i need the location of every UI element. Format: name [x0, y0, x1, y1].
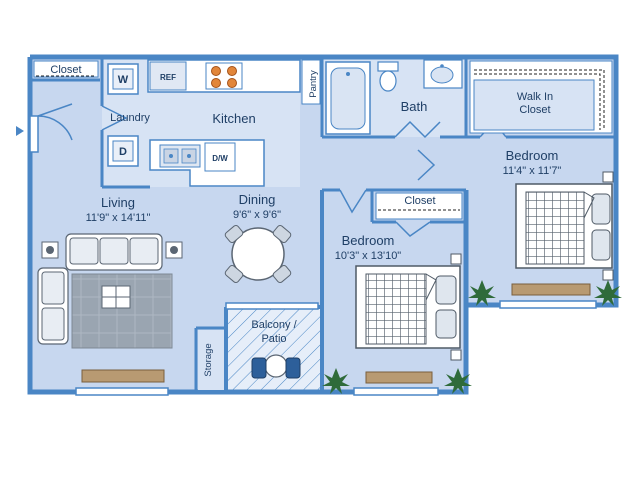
laundry-label: Laundry: [110, 112, 150, 124]
bedroom-left-label: Bedroom: [342, 233, 395, 248]
living-label: Living: [101, 195, 135, 210]
dining-dims: 9'6" x 9'6": [233, 209, 281, 221]
storage-closet: [198, 330, 224, 390]
closet-top-left-label: Closet: [50, 64, 81, 76]
closet-top-left: [33, 60, 99, 78]
walk-in-closet-label-1: Walk In: [517, 91, 553, 103]
bedroom-right-dims: 11'4" x 11'7": [503, 165, 562, 177]
sofa-side: [37, 267, 69, 345]
doors: [29, 103, 507, 237]
dresser-left: [365, 371, 433, 384]
entry-arrow-icon: [16, 126, 24, 136]
sofa-back: [65, 233, 163, 271]
dishwasher-label: D/W: [212, 154, 228, 163]
bathtub: [325, 61, 371, 135]
closet-bedroom: [375, 192, 463, 220]
bed-left: [355, 253, 462, 361]
pantry-label: Pantry: [308, 70, 319, 98]
labels: Closet W D REF D/W Laundry Kitchen Pantr…: [50, 64, 561, 377]
washer-label: W: [118, 74, 129, 86]
dining-set: [224, 224, 292, 284]
kitchen-label: Kitchen: [212, 111, 255, 126]
fridge-label: REF: [160, 73, 176, 82]
balcony-label-2: Patio: [261, 333, 286, 345]
dryer: [107, 135, 139, 167]
bedroom-right-label: Bedroom: [506, 148, 559, 163]
plant-icon: [322, 280, 622, 394]
kitchen-upper-counter: [147, 59, 301, 93]
coffee-table: [101, 285, 131, 309]
walk-in-closet: [469, 60, 613, 134]
living-dims: 11'9" x 14'11": [86, 212, 151, 224]
bedroom-left-dims: 10'3" x 13'10": [335, 250, 402, 262]
stove-icon: [211, 66, 237, 88]
area-rug: [71, 273, 173, 349]
bath-label: Bath: [401, 99, 428, 114]
dresser-right: [511, 283, 591, 296]
kitchen-island: [149, 139, 265, 187]
dryer-label: D: [119, 146, 127, 158]
patio-set: [251, 354, 301, 379]
balcony-label-1: Balcony /: [251, 319, 297, 331]
closet-bedroom-label: Closet: [404, 195, 435, 207]
walls: [27, 54, 619, 395]
storage-label: Storage: [203, 343, 214, 376]
windows: [75, 300, 597, 396]
toilet-icon: [377, 61, 399, 92]
dining-label: Dining: [239, 192, 276, 207]
washer: [107, 63, 139, 95]
tv-console: [81, 369, 165, 383]
pantry-cabinet: [301, 59, 321, 105]
end-table: [41, 241, 183, 259]
bed-right: [515, 171, 614, 281]
sink-icon: [423, 59, 463, 89]
walk-in-closet-label-2: Closet: [519, 104, 550, 116]
